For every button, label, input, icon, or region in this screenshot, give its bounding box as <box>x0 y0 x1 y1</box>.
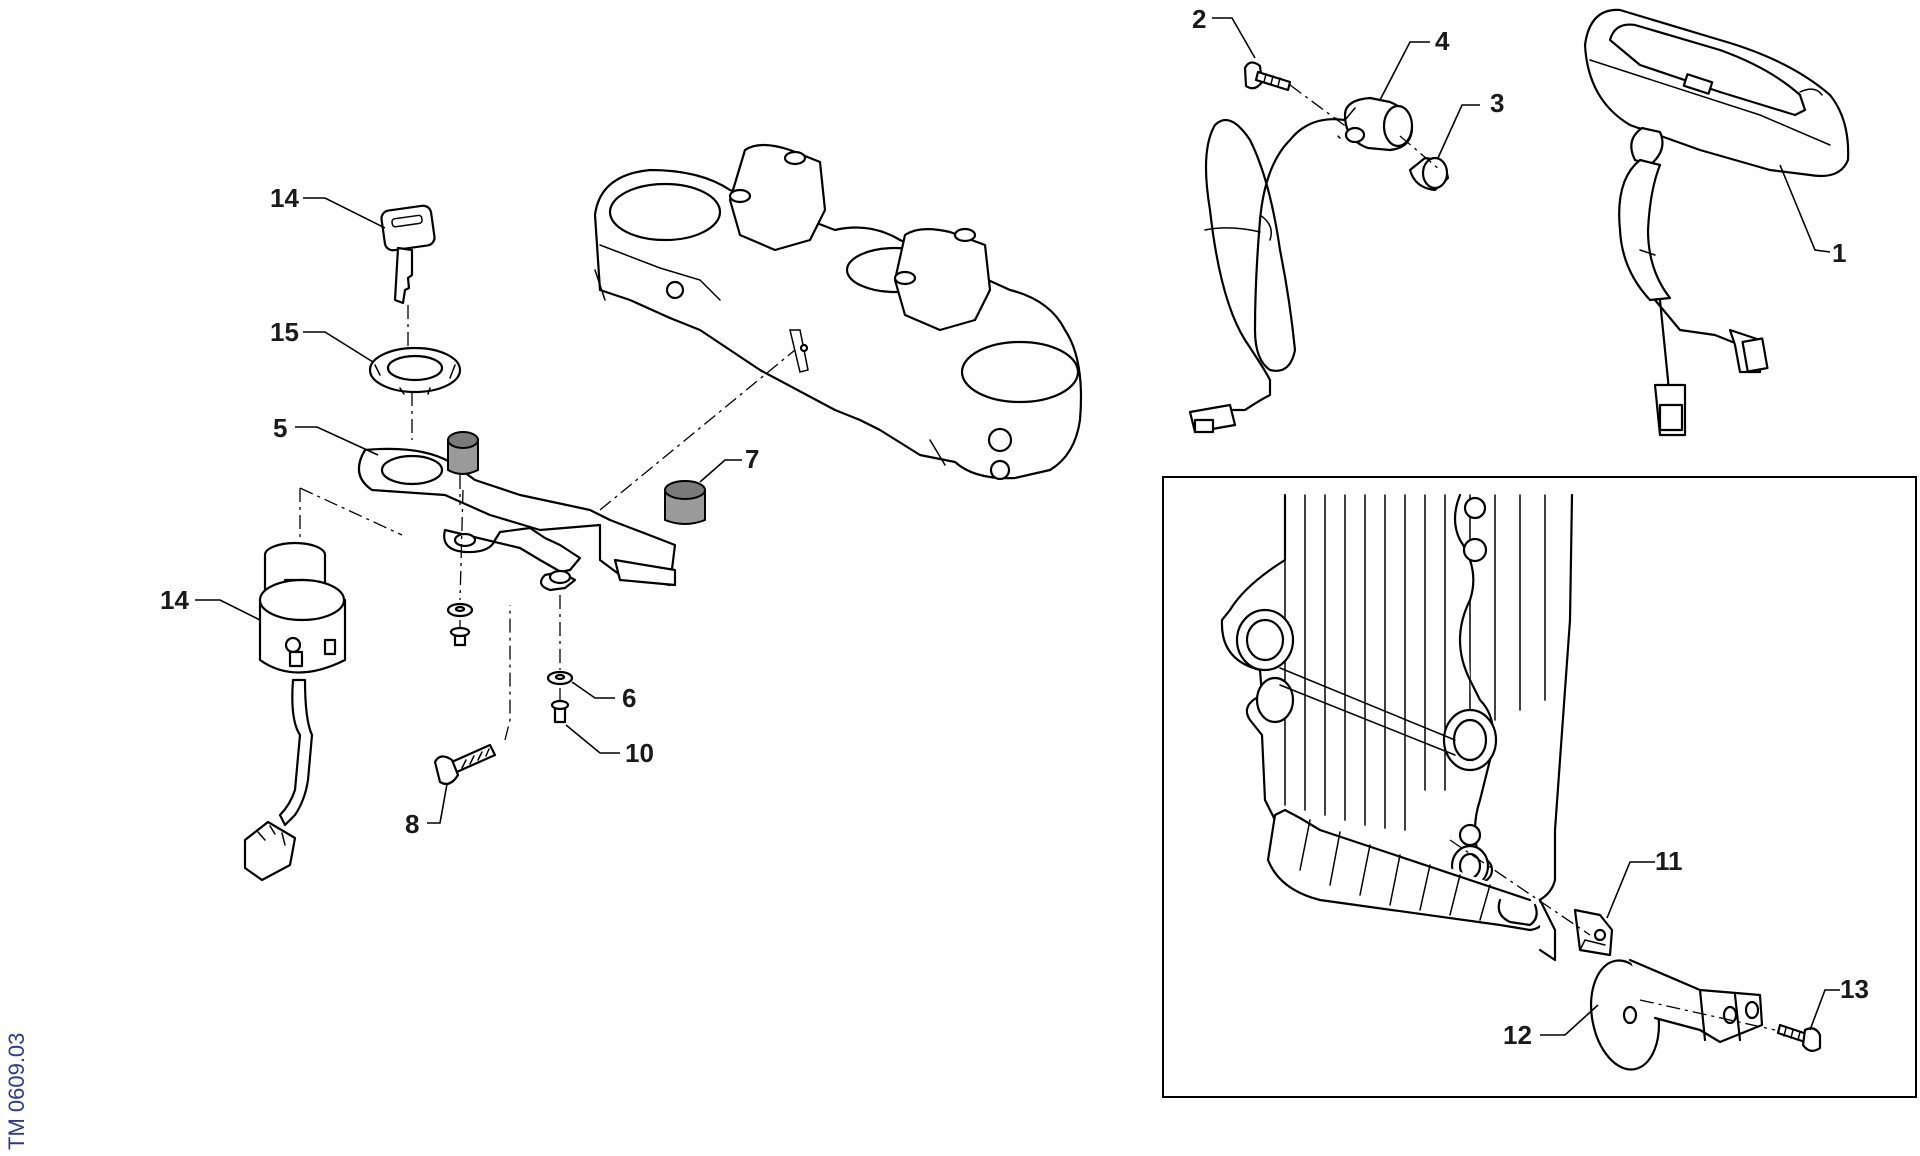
callout-3: 3 <box>1437 88 1504 159</box>
callout-11: 11 <box>1606 846 1683 919</box>
assembly-lines-left <box>299 305 796 741</box>
svg-text:7: 7 <box>745 444 759 474</box>
assembly-lines-radiator <box>1449 839 1776 1031</box>
svg-text:13: 13 <box>1840 974 1869 1004</box>
screw-10 <box>550 699 570 724</box>
detail-frame <box>1162 476 1917 1098</box>
callout-5: 5 <box>273 413 379 456</box>
svg-text:14: 14 <box>270 183 299 213</box>
drawing-code: TM 0609.03 <box>4 1033 29 1150</box>
sensor-cable-loom <box>1188 118 1347 434</box>
lock-ring-nut <box>368 346 462 395</box>
screw-13 <box>1776 1023 1822 1052</box>
svg-text:4: 4 <box>1435 26 1450 56</box>
rubber-grommet-upper <box>447 431 479 475</box>
callout-14-key: 14 <box>270 183 386 229</box>
callout-12: 12 <box>1503 1004 1599 1050</box>
bolt-8 <box>433 743 497 785</box>
callout-2: 2 <box>1192 4 1256 59</box>
svg-text:10: 10 <box>625 738 654 768</box>
svg-text:5: 5 <box>273 413 287 443</box>
callout-13: 13 <box>1809 974 1869 1031</box>
callout-1: 1 <box>1779 164 1846 268</box>
svg-text:11: 11 <box>1655 846 1683 876</box>
svg-text:6: 6 <box>622 683 636 713</box>
callout-8: 8 <box>405 783 448 839</box>
ignition-key <box>380 204 436 305</box>
callout-6: 6 <box>571 681 636 713</box>
rubber-grommet-7 <box>664 480 706 525</box>
speed-sensor-4 <box>1333 96 1414 152</box>
clip-nut-11 <box>1573 908 1614 957</box>
horn-12 <box>1590 958 1764 1071</box>
callout-15: 15 <box>270 317 374 363</box>
svg-text:2: 2 <box>1192 4 1206 34</box>
radiator <box>1220 493 1574 962</box>
washer-left <box>446 602 474 618</box>
callout-4: 4 <box>1379 26 1450 101</box>
callout-14-switch: 14 <box>160 585 261 621</box>
svg-text:3: 3 <box>1490 88 1504 118</box>
svg-text:12: 12 <box>1503 1020 1532 1050</box>
triple-clamp <box>593 143 1083 481</box>
instrument-cluster <box>1583 8 1850 437</box>
svg-text:1: 1 <box>1832 238 1846 268</box>
svg-text:8: 8 <box>405 809 419 839</box>
callout-10: 10 <box>565 724 654 768</box>
switch-bracket-plate <box>357 447 677 592</box>
svg-text:14: 14 <box>160 585 189 615</box>
screw-2 <box>1243 61 1292 92</box>
washer-6 <box>546 670 574 686</box>
callout-7: 7 <box>699 444 759 483</box>
spacer-3 <box>1408 156 1450 192</box>
assembly-lines-sensor <box>1289 84 1441 171</box>
svg-text:15: 15 <box>270 317 299 347</box>
screw-left <box>449 626 471 647</box>
ignition-switch <box>243 541 347 882</box>
